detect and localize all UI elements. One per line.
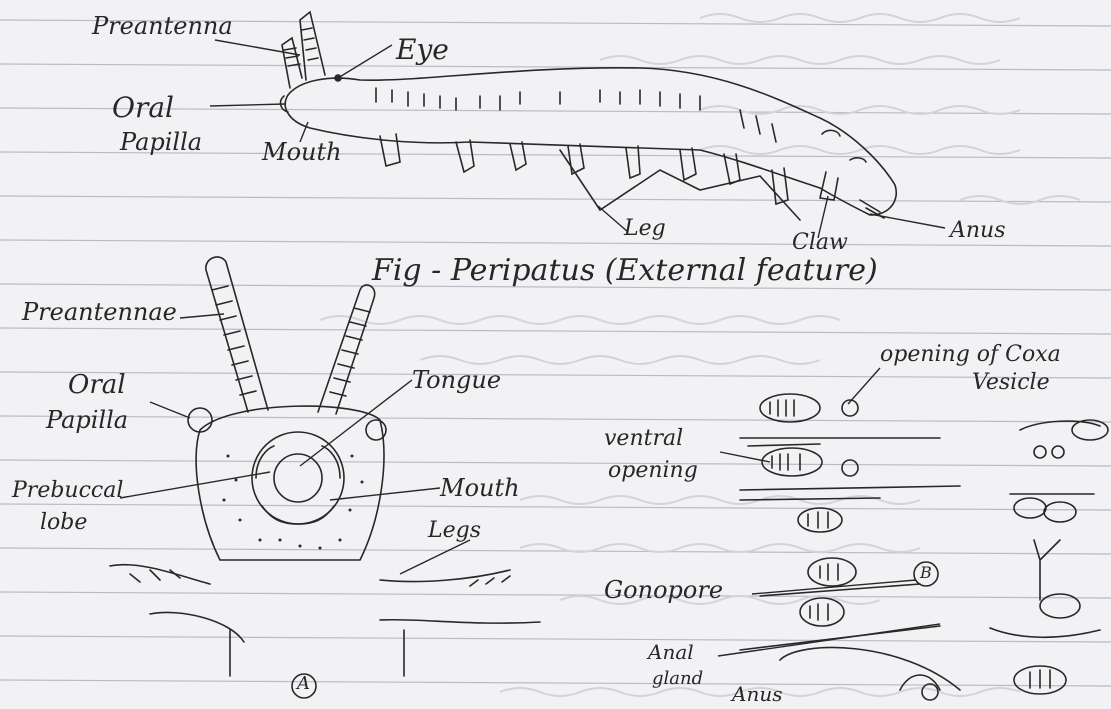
label-prebuccal-lobe-line1: Prebuccal bbox=[12, 480, 123, 502]
label-claw: Claw bbox=[792, 232, 848, 254]
label-oral-papilla-line1: Oral bbox=[112, 94, 174, 122]
peripatus-body-drawing bbox=[281, 12, 897, 220]
ventral-figure-pointers bbox=[718, 368, 940, 656]
label-tongue: Tongue bbox=[412, 368, 501, 392]
label-coxal-vesicle-line1: opening of Coxa bbox=[880, 344, 1061, 366]
label-preantenna: Preantenna bbox=[92, 14, 233, 38]
label-leg: Leg bbox=[624, 218, 666, 240]
label-eye: Eye bbox=[396, 36, 449, 64]
label-ventral-opening-line1: ventral bbox=[604, 428, 683, 450]
label-head-oral-papilla-line2: Papilla bbox=[46, 408, 128, 432]
label-oral-papilla-line2: Papilla bbox=[120, 130, 202, 154]
label-prebuccal-lobe-line2: lobe bbox=[40, 512, 87, 534]
figure-marker-b: B bbox=[920, 565, 932, 581]
label-anal-gland-line2: gland bbox=[652, 670, 703, 688]
figure-caption: Fig - Peripatus (External feature) bbox=[372, 256, 878, 286]
label-ventral-opening-line2: opening bbox=[608, 460, 698, 482]
figure-marker-a: A bbox=[297, 675, 310, 693]
label-gonopore: Gonopore bbox=[604, 578, 723, 602]
label-anus: Anus bbox=[950, 220, 1006, 242]
label-anal-gland-line1: Anal bbox=[648, 642, 694, 662]
label-mouth: Mouth bbox=[262, 140, 342, 164]
label-coxal-vesicle-line2: Vesicle bbox=[972, 372, 1050, 394]
label-legs: Legs bbox=[428, 520, 481, 542]
label-ventral-anus: Anus bbox=[732, 684, 782, 704]
label-head-oral-papilla-line1: Oral bbox=[68, 372, 126, 398]
label-preantennae: Preantennae bbox=[22, 300, 177, 324]
label-head-mouth: Mouth bbox=[440, 476, 520, 500]
head-figure-pointers bbox=[120, 314, 470, 574]
